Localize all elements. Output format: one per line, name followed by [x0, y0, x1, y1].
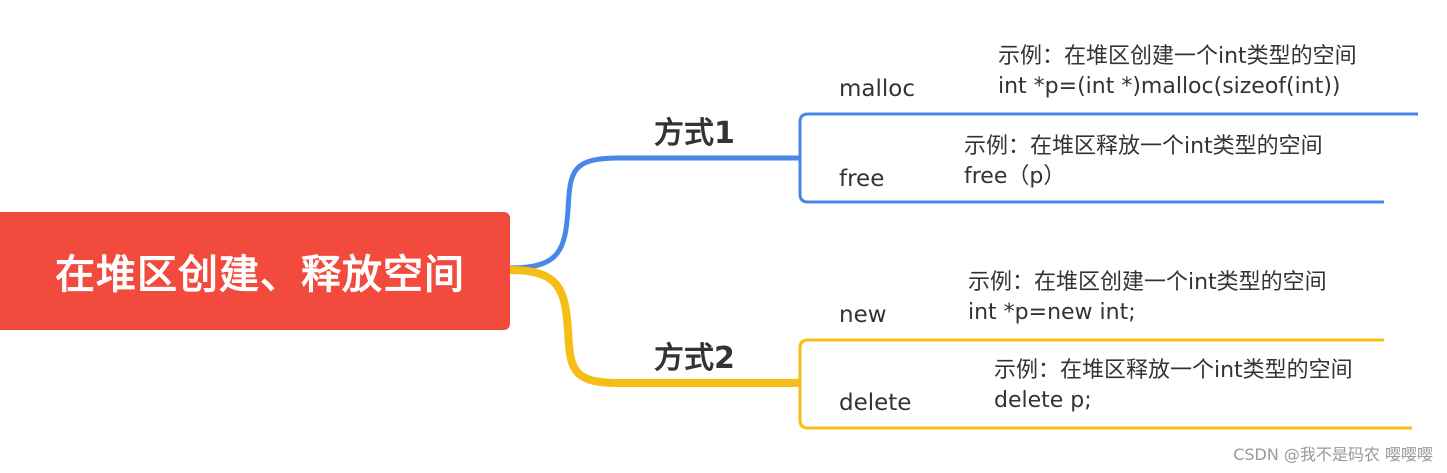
- connector-root-branch2: [509, 266, 800, 387]
- leaf-new[interactable]: new: [839, 302, 887, 328]
- note-free: 示例：在堆区释放一个int类型的空间 free（p）: [964, 132, 1323, 192]
- note-line-2: free（p）: [964, 164, 1066, 189]
- root-topic[interactable]: 在堆区创建、释放空间: [0, 212, 510, 330]
- branch-label: 方式2: [654, 341, 735, 376]
- note-malloc: 示例：在堆区创建一个int类型的空间 int *p=(int *)malloc(…: [998, 42, 1357, 102]
- watermark: CSDN @我不是码农 嘤嘤嘤: [1233, 445, 1433, 464]
- branch-method-1[interactable]: 方式1: [654, 108, 735, 152]
- note-delete: 示例：在堆区释放一个int类型的空间 delete p;: [994, 356, 1353, 416]
- note-line-1: 示例：在堆区释放一个int类型的空间: [994, 358, 1353, 383]
- note-line-1: 示例：在堆区释放一个int类型的空间: [964, 134, 1323, 159]
- leaf-free[interactable]: free: [839, 166, 885, 192]
- connector-root-branch1: [509, 155, 800, 271]
- note-line-1: 示例：在堆区创建一个int类型的空间: [968, 270, 1327, 295]
- connector-branch2-delete: [798, 383, 1412, 430]
- leaf-delete[interactable]: delete: [839, 390, 912, 416]
- note-line-2: int *p=new int;: [968, 300, 1136, 325]
- connector-branch1-malloc: [798, 112, 1418, 158]
- note-line-1: 示例：在堆区创建一个int类型的空间: [998, 44, 1357, 69]
- leaf-malloc[interactable]: malloc: [839, 76, 915, 102]
- branch-label: 方式1: [654, 116, 735, 151]
- note-line-2: int *p=(int *)malloc(sizeof(int)): [998, 74, 1341, 99]
- note-line-2: delete p;: [994, 388, 1092, 413]
- branch-method-2[interactable]: 方式2: [654, 333, 735, 377]
- connector-branch1-free: [798, 158, 1384, 204]
- connector-branch2-new: [798, 338, 1384, 383]
- root-topic-label: 在堆区创建、释放空间: [55, 252, 465, 298]
- note-new: 示例：在堆区创建一个int类型的空间 int *p=new int;: [968, 268, 1327, 328]
